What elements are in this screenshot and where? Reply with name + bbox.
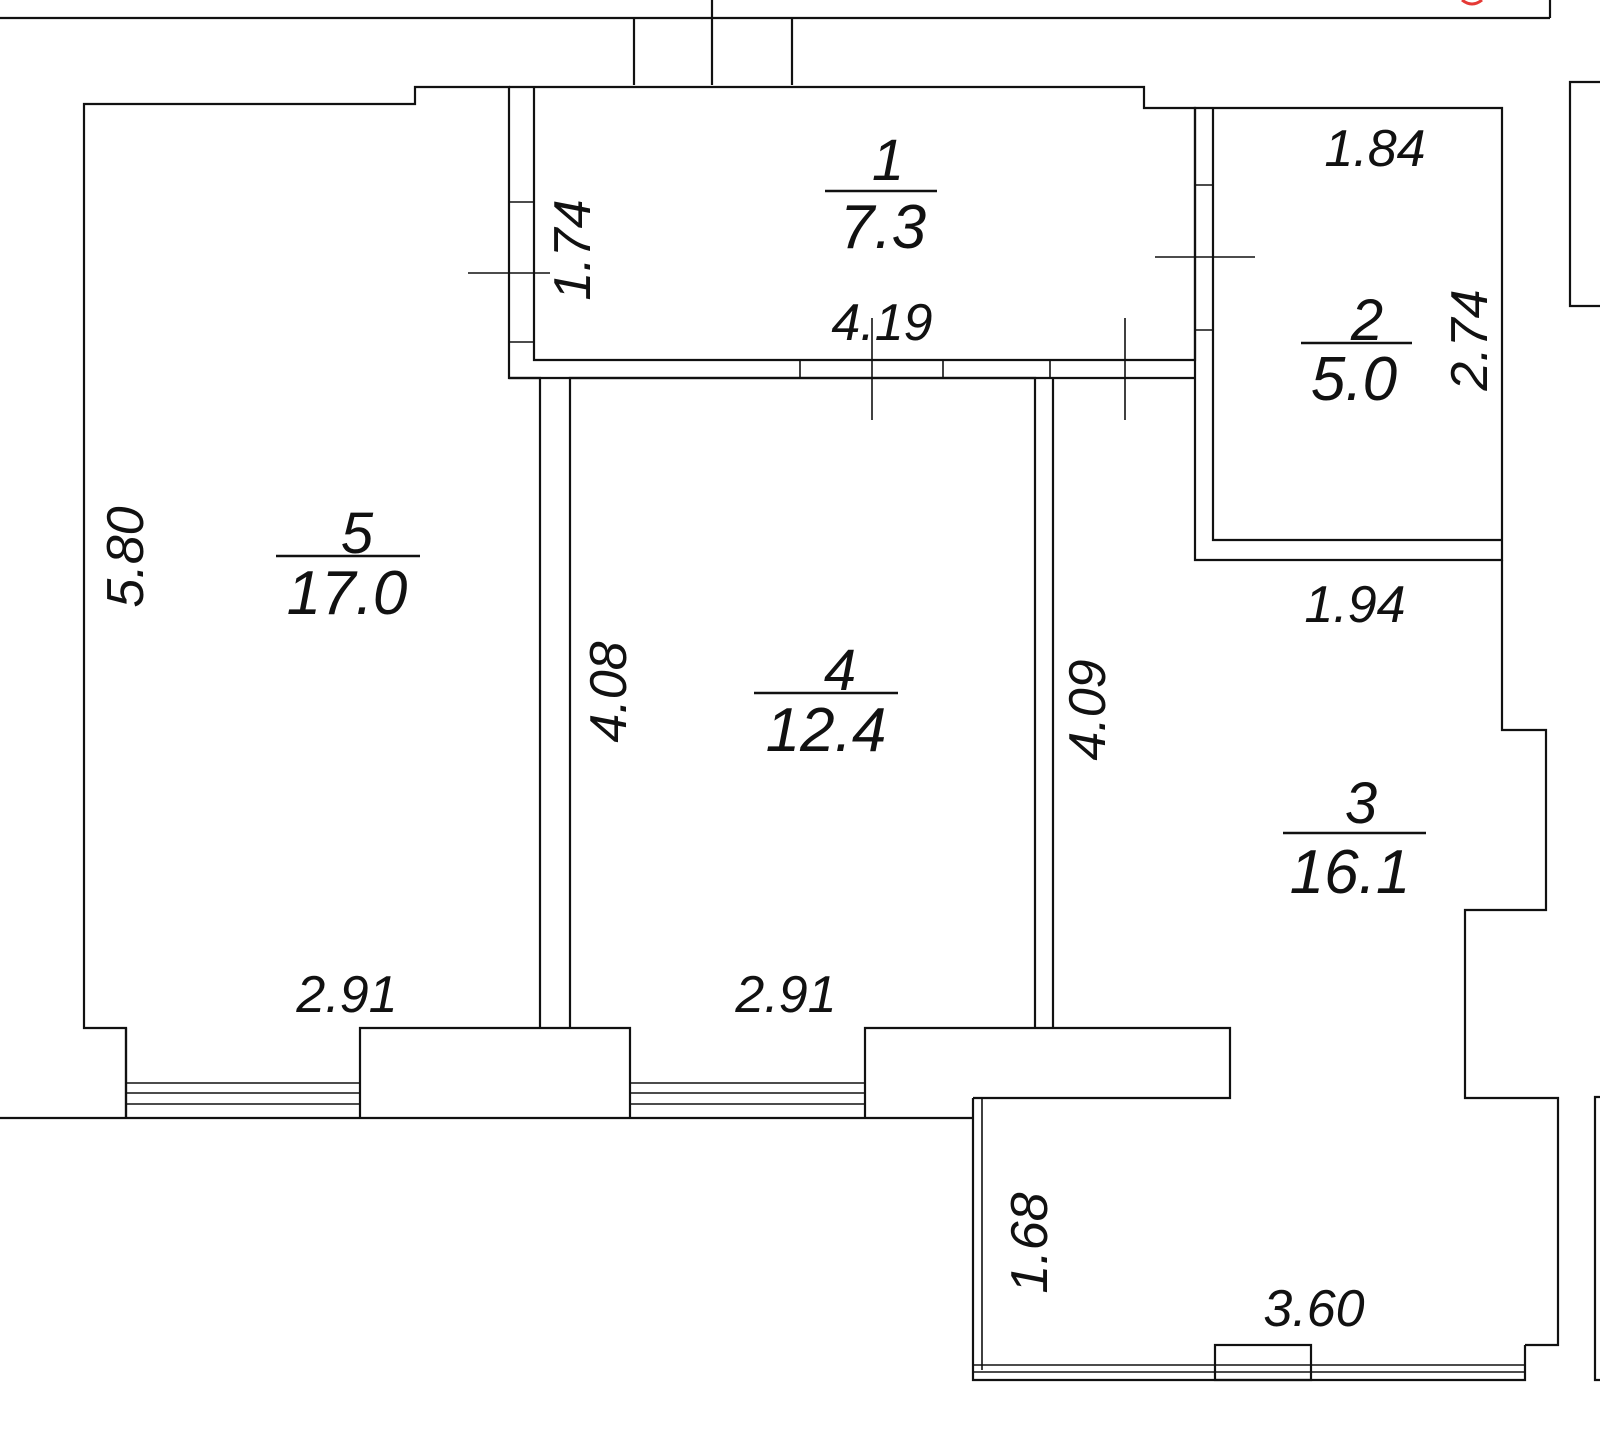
balcony-walls <box>971 1098 1527 1382</box>
room-3-area: 16.1 <box>1290 838 1411 907</box>
room-3-number: 3 <box>1345 771 1377 836</box>
room-3-width-dimension: 1.94 <box>1304 576 1405 634</box>
room-4-left-height-dimension: 4.08 <box>580 641 638 742</box>
room-4-right-height-dimension: 4.09 <box>1059 659 1117 760</box>
room-3-label: 3 16.1 <box>1283 771 1426 907</box>
room-5-label: 5 17.0 <box>276 501 420 628</box>
room-1-label: 1 7.3 <box>825 128 937 262</box>
room-5-width-dimension: 2.91 <box>295 966 397 1024</box>
bottom-facade <box>0 1026 1232 1120</box>
room-2-area: 5.0 <box>1311 345 1397 414</box>
room-4-label: 4 12.4 <box>754 638 898 765</box>
room-1-width-dimension: 4.19 <box>831 294 932 352</box>
right-edge-fragments <box>1568 80 1600 1382</box>
room-2-label: 2 5.0 <box>1301 288 1412 414</box>
room-4-walls <box>568 376 1037 1028</box>
room-1-area: 7.3 <box>840 193 926 262</box>
room-5-height-dimension: 5.80 <box>97 506 155 607</box>
corridor-wall <box>509 360 1195 380</box>
room-1-height-dimension: 1.74 <box>544 199 602 300</box>
top-boundary <box>0 0 1552 85</box>
room-5-area: 17.0 <box>287 559 408 628</box>
room-4-width-dimension: 2.91 <box>734 966 836 1024</box>
room-1-number: 1 <box>872 128 904 193</box>
room-4-area: 12.4 <box>766 696 887 765</box>
balcony-height-dimension: 1.68 <box>1001 1192 1059 1293</box>
door-marks <box>468 250 1255 420</box>
room-2-height-dimension: 2.74 <box>1441 289 1499 391</box>
room-2-width-dimension: 1.84 <box>1324 120 1425 178</box>
red-mark <box>1461 0 1483 6</box>
room-3-walls <box>1463 560 1560 1347</box>
balcony-width-dimension: 3.60 <box>1263 1280 1364 1338</box>
